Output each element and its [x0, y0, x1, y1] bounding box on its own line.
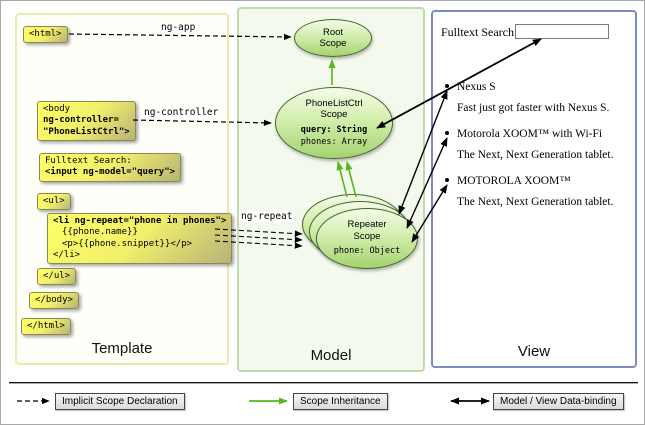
- template-panel: Template: [15, 13, 229, 365]
- legend-divider: [9, 382, 638, 384]
- phonelistctrl-scope-ellipse: PhoneListCtrl Scope query: String phones…: [275, 87, 393, 159]
- code-line: </body>: [35, 295, 73, 305]
- fulltext-search-input[interactable]: [515, 24, 609, 39]
- phone-name: Nexus S: [445, 81, 631, 93]
- phone-name-text: Nexus S: [457, 81, 496, 93]
- repeater-scope-ellipse: Repeater Scope phone: Object: [316, 208, 418, 269]
- code-body-open: <body ng-controller= "PhoneListCtrl">: [37, 101, 136, 141]
- phonelistctrl-scope-title: PhoneListCtrl: [305, 97, 363, 109]
- root-scope-ellipse: Root Scope: [294, 19, 372, 57]
- legend-scope-inheritance: Scope Inheritance: [293, 393, 388, 410]
- code-html-close: </html>: [21, 318, 71, 336]
- phonelistctrl-scope-title: Scope: [320, 109, 348, 121]
- root-scope-title: Scope: [319, 38, 347, 49]
- phonelistctrl-scope-prop-phones: phones: Array: [300, 136, 368, 147]
- model-panel: Model: [237, 7, 425, 372]
- legend-data-binding: Model / View Data-binding: [493, 393, 624, 410]
- phone-name: MOTOROLA XOOM™: [445, 175, 631, 187]
- code-line: <ul>: [43, 196, 65, 206]
- code-html-open: <html>: [23, 26, 68, 44]
- code-line: <body: [43, 104, 71, 114]
- code-li-repeat: <li ng-repeat="phone in phones"> {{phone…: [47, 213, 233, 264]
- repeater-scope-prop-phone: phone: Object: [333, 246, 401, 257]
- phone-name-text: Motorola XOOM™ with Wi-Fi: [457, 128, 603, 140]
- code-line: ng-controller=: [43, 115, 119, 126]
- bullet-icon: [445, 84, 449, 88]
- code-line: <li ng-repeat="phone in phones">: [53, 216, 227, 226]
- phone-snippet: The Next, Next Generation tablet.: [457, 196, 614, 208]
- code-line: {{phone.name}}: [62, 227, 138, 238]
- model-panel-label: Model: [310, 347, 352, 364]
- list-item: MOTOROLA XOOM™ The Next, Next Generation…: [445, 175, 631, 208]
- code-fulltext-input: Fulltext Search: <input ng-model="query"…: [39, 153, 182, 182]
- bullet-icon: [445, 131, 449, 135]
- phonelistctrl-scope-prop-query: query: String: [300, 125, 368, 136]
- phone-name: Motorola XOOM™ with Wi-Fi: [445, 128, 631, 140]
- ng-app-label: ng-app: [159, 22, 198, 33]
- code-line: <html>: [29, 29, 62, 39]
- phone-name-text: MOTOROLA XOOM™: [457, 175, 571, 187]
- code-line: </li>: [53, 249, 81, 260]
- code-line: Fulltext Search:: [45, 156, 132, 166]
- ng-controller-label: ng-controller: [142, 107, 221, 118]
- code-line: </html>: [27, 321, 65, 331]
- code-line: </ul>: [43, 271, 71, 281]
- ng-repeat-label: ng-repeat: [239, 211, 295, 222]
- phone-snippet: The Next, Next Generation tablet.: [457, 149, 614, 161]
- repeater-scope-title: Repeater: [347, 219, 387, 231]
- code-line: <p>{{phone.snippet}}</p>: [62, 238, 193, 249]
- legend-implicit-scope: Implicit Scope Declaration: [55, 393, 185, 410]
- code-line: "PhoneListCtrl">: [43, 126, 130, 137]
- list-item: Motorola XOOM™ with Wi-Fi The Next, Next…: [445, 128, 631, 161]
- phone-snippet: Fast just got faster with Nexus S.: [457, 102, 610, 114]
- view-panel-label: View: [517, 343, 551, 360]
- bullet-icon: [445, 178, 449, 182]
- template-panel-label: Template: [91, 340, 153, 357]
- root-scope-title: Root: [322, 26, 344, 38]
- code-ul-close: </ul>: [37, 268, 77, 286]
- code-line: <input ng-model="query">: [45, 167, 176, 178]
- code-body-close: </body>: [29, 292, 79, 310]
- list-item: Nexus S Fast just got faster with Nexus …: [445, 81, 631, 114]
- repeater-scope-title: Scope: [353, 230, 381, 242]
- fulltext-search-label: Fulltext Search:: [441, 25, 518, 39]
- code-ul-open: <ul>: [37, 193, 71, 211]
